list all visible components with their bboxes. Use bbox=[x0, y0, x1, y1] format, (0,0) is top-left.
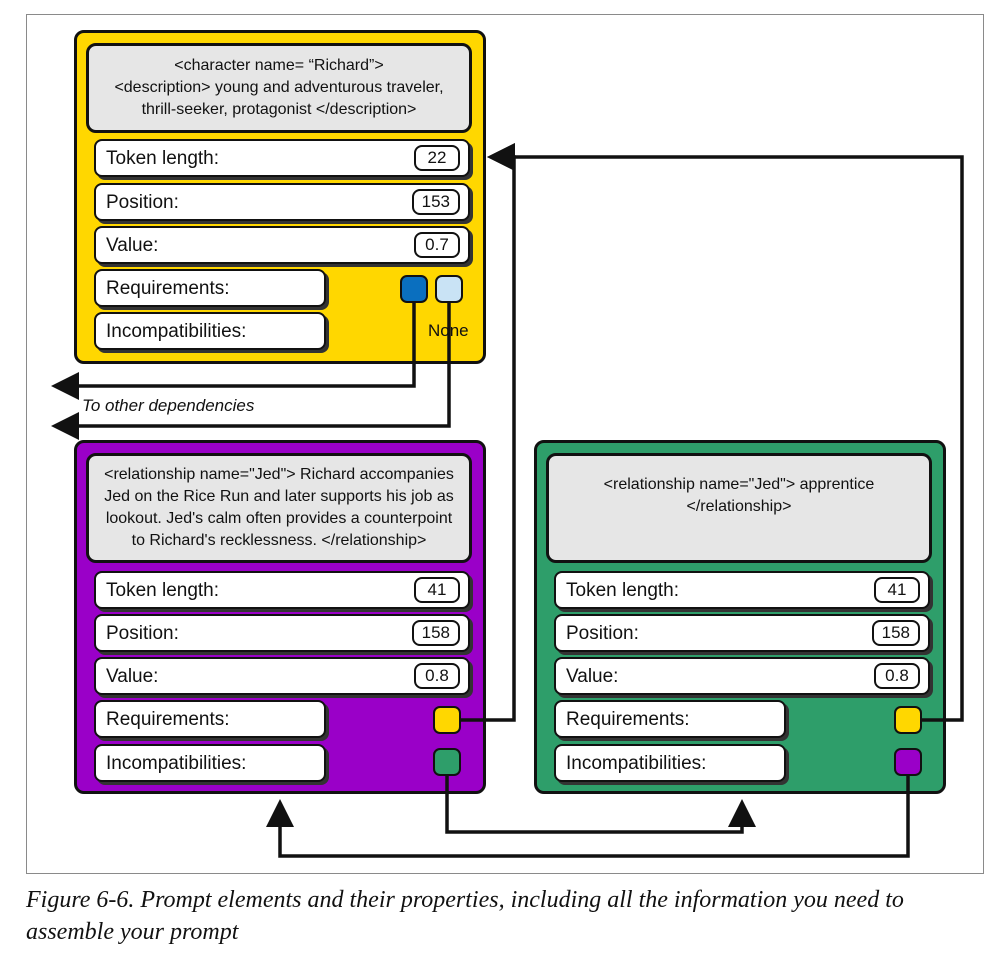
richard-position-row: Position: 153 bbox=[94, 183, 470, 221]
jed-long-description: <relationship name="Jed"> Richard accomp… bbox=[86, 453, 472, 563]
jed-short-incompatibilities-row: Incompatibilities: bbox=[554, 744, 786, 782]
value-label: Value: bbox=[106, 666, 159, 687]
jed-long-position-row: Position: 158 bbox=[94, 614, 470, 652]
token-length-label: Token length: bbox=[566, 580, 680, 601]
figure-frame bbox=[26, 14, 984, 874]
token-length-label: Token length: bbox=[106, 580, 220, 601]
incompatibilities-none-text: None bbox=[428, 321, 469, 340]
richard-token-length-row: Token length: 22 bbox=[94, 139, 470, 177]
position-value: 158 bbox=[871, 620, 920, 646]
jed-long-value-row: Value: 0.8 bbox=[94, 657, 470, 695]
token-length-value: 22 bbox=[414, 145, 460, 171]
position-value: 153 bbox=[411, 189, 460, 215]
jed-long-incompatibilities-row: Incompatibilities: bbox=[94, 744, 326, 782]
jed-short-position-row: Position: 158 bbox=[554, 614, 930, 652]
jed-short-value-row: Value: 0.8 bbox=[554, 657, 930, 695]
jed-long-token-length-row: Token length: 41 bbox=[94, 571, 470, 609]
requirement-dependency-marker-dark-blue bbox=[400, 275, 428, 303]
position-value: 158 bbox=[411, 620, 460, 646]
richard-incompatibilities-row: Incompatibilities: bbox=[94, 312, 326, 350]
token-length-value: 41 bbox=[414, 577, 460, 603]
value-value: 0.7 bbox=[414, 232, 460, 258]
requirements-label: Requirements: bbox=[566, 709, 690, 730]
incompatibility-marker-green bbox=[433, 748, 461, 776]
value-value: 0.8 bbox=[414, 663, 460, 689]
jed-short-requirements-row: Requirements: bbox=[554, 700, 786, 738]
token-length-value: 41 bbox=[874, 577, 920, 603]
richard-description: <character name= “Richard”> <description… bbox=[86, 43, 472, 133]
jed-short-description: <relationship name="Jed"> apprentice </r… bbox=[546, 453, 932, 563]
position-label: Position: bbox=[106, 192, 179, 213]
dependencies-note: To other dependencies bbox=[82, 396, 255, 415]
incompatibility-marker-purple bbox=[894, 748, 922, 776]
position-label: Position: bbox=[106, 623, 179, 644]
requirement-marker-yellow bbox=[433, 706, 461, 734]
incompatibilities-label: Incompatibilities: bbox=[106, 321, 247, 342]
richard-requirements-row: Requirements: bbox=[94, 269, 326, 307]
value-label: Value: bbox=[566, 666, 619, 687]
requirements-label: Requirements: bbox=[106, 278, 230, 299]
richard-value-row: Value: 0.7 bbox=[94, 226, 470, 264]
incompatibilities-label: Incompatibilities: bbox=[566, 753, 707, 774]
token-length-label: Token length: bbox=[106, 148, 220, 169]
value-value: 0.8 bbox=[874, 663, 920, 689]
figure-caption: Figure 6-6. Prompt elements and their pr… bbox=[26, 887, 904, 945]
requirement-dependency-marker-light-blue bbox=[435, 275, 463, 303]
incompatibilities-label: Incompatibilities: bbox=[106, 753, 247, 774]
value-label: Value: bbox=[106, 235, 159, 256]
requirements-label: Requirements: bbox=[106, 709, 230, 730]
jed-short-token-length-row: Token length: 41 bbox=[554, 571, 930, 609]
jed-long-requirements-row: Requirements: bbox=[94, 700, 326, 738]
requirement-marker-yellow bbox=[894, 706, 922, 734]
position-label: Position: bbox=[566, 623, 639, 644]
